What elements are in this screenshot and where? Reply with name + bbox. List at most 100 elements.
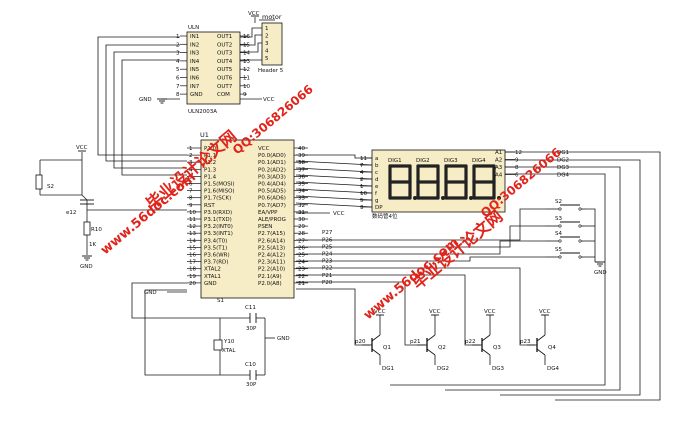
reset-gnd-label: GND	[80, 264, 93, 270]
uln-in-pin-name: IN1	[190, 34, 199, 40]
mcu-right-pin-num: 27	[298, 238, 305, 244]
transistor-q4	[527, 315, 546, 365]
key-s5	[545, 252, 585, 259]
transistor-digit-label: DG3	[492, 366, 504, 372]
uln-in-pin-num: 7	[176, 84, 180, 90]
mcu-ref: U1	[200, 131, 209, 139]
display-seg-num: 3	[360, 205, 364, 211]
uln-out-pin-name: OUT7	[217, 84, 233, 90]
mcu-net-label: P20	[322, 280, 333, 286]
uln-in-pin-num: 3	[176, 51, 180, 57]
display-seg-num: 5	[360, 198, 364, 204]
reset-cap-label: e12	[66, 210, 76, 216]
crystal	[213, 339, 223, 351]
transistor-q2	[417, 315, 436, 365]
mcu-right-pin-num: 36	[298, 174, 305, 180]
mcu-right-pin-num: 25	[298, 253, 305, 259]
transistor-ref: Q3	[493, 345, 501, 351]
reset-vcc-label: VCC	[76, 145, 88, 151]
uln-in-pin-name: IN6	[190, 76, 200, 82]
mcu-left-pin-name: P1.0	[204, 146, 217, 152]
uln-out-pin-num: 10	[243, 84, 250, 90]
mcu-left-pin-num: 18	[189, 267, 196, 273]
display-anode-name: A3	[495, 165, 503, 171]
mcu-right-pin-name: P2.2(A10)	[258, 267, 285, 273]
mcu-left-pin-num: 7	[189, 189, 193, 195]
display-seg-num: 2	[360, 177, 364, 183]
mcu-right-pin-name: P2.4(A12)	[258, 253, 285, 259]
transistor-ref: Q4	[548, 345, 556, 351]
mcu-net-label: P23	[322, 259, 333, 265]
display-seg-name: DP	[375, 205, 383, 211]
display-digit-net: DG4	[557, 173, 569, 179]
display-digit-tag: DIG3	[444, 158, 458, 164]
motor-pin-2: 2	[265, 34, 269, 40]
mcu-left-pin-num: 11	[189, 217, 196, 223]
wires	[39, 17, 661, 401]
mcu-left-pin-name: P1.5(MOSI)	[204, 182, 235, 188]
key-label: S3	[555, 216, 562, 222]
transistor-q3	[472, 315, 491, 365]
uln-in-pin-num: 4	[176, 59, 180, 65]
display-digit-tag: DIG2	[416, 158, 430, 164]
transistor-digit-label: DG4	[547, 366, 559, 372]
motor-header-box	[261, 22, 283, 66]
display-title: 数码管4位	[372, 212, 398, 220]
mcu-left-pin-num: 13	[189, 231, 196, 237]
display-seg-name: c	[375, 170, 378, 176]
key-label: S4	[555, 231, 562, 237]
mcu-left-pin-num: 6	[189, 182, 193, 188]
mcu-right-pin-name: P0.4(AD4)	[258, 182, 286, 188]
mcu-left-pin-name: P3.6(WR)	[204, 253, 230, 259]
mcu-left-pin-num: 5	[189, 174, 193, 180]
uln-in-pin-num: 6	[176, 76, 180, 82]
key-label: S2	[555, 199, 562, 205]
uln-out-pin-name: OUT2	[217, 42, 232, 48]
display-seg-num: 1	[360, 184, 364, 190]
transistor-digit-label: DG1	[382, 366, 394, 372]
uln-out-pin-num: 12	[243, 67, 250, 73]
display-digit-tag: DIG4	[472, 158, 486, 164]
mcu-gnd-label: GND	[144, 290, 157, 296]
crystal-gnd-label: GND	[277, 336, 290, 342]
mcu-right-pin-name: VCC	[258, 146, 270, 152]
mcu-left-pin-num: 17	[189, 260, 196, 266]
cap-c10-label: C10	[245, 362, 256, 368]
transistor-ref: Q1	[383, 345, 391, 351]
mcu-net-label: P25	[322, 244, 333, 250]
key-s4	[545, 236, 585, 243]
display-digit-net: DG2	[557, 158, 569, 164]
uln-in-pin-name: IN4	[190, 59, 200, 65]
mcu-left-pin-num: 9	[189, 203, 193, 209]
mcu-right-pin-name: ALE/PROG	[258, 217, 286, 223]
mcu-left-pin-name: XTAL2	[204, 267, 221, 273]
display-digit-net: DG3	[557, 165, 569, 171]
cap-c11-label: C11	[245, 305, 256, 311]
mcu-left-pin-num: 20	[189, 281, 196, 287]
crystal-type: XTAL	[222, 348, 236, 354]
mcu-right-pin-name: P2.3(A11)	[258, 260, 285, 266]
mcu-left-pin-name: P3.3(INT1)	[204, 231, 233, 237]
mcu-left-pin-num: 4	[189, 167, 193, 173]
uln-ref: ULN	[188, 25, 199, 31]
mcu-ea-vcc: VCC	[333, 211, 345, 217]
mcu-left-pin-name: RST	[204, 203, 215, 209]
display-seg-name: g	[375, 198, 379, 204]
mcu-right-pin-name: P0.1(AD1)	[258, 160, 286, 166]
reset-button	[35, 174, 43, 190]
mcu-right-pin-name: P0.3(AD3)	[258, 174, 286, 180]
mcu-right-pin-name: P0.5(AD5)	[258, 189, 286, 195]
transistor-vcc-label: VCC	[539, 309, 551, 315]
mcu-right-pin-num: 28	[298, 231, 305, 237]
mcu-left-pin-name: P1.1	[204, 153, 216, 159]
uln-in-pin-num: 5	[176, 67, 180, 73]
mcu-right-pin-num: 34	[298, 189, 305, 195]
transistor-digit-label: DG2	[437, 366, 449, 372]
uln-out-pin-name: COM	[217, 92, 230, 98]
key-label: S5	[555, 247, 562, 253]
mcu-right-pin-num: 37	[298, 167, 305, 173]
mcu-chip	[200, 139, 295, 299]
uln-out-pin-num: 11	[243, 76, 250, 82]
uln-part: ULN2003A	[188, 109, 217, 115]
mcu-right-pin-name: EA/VPP	[258, 210, 278, 216]
